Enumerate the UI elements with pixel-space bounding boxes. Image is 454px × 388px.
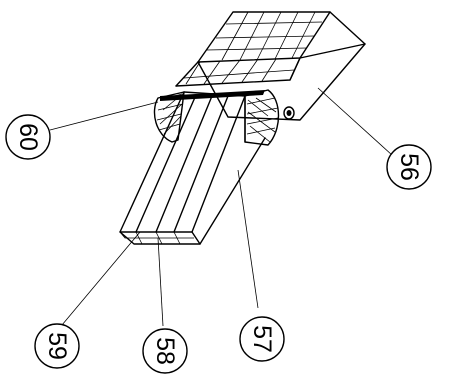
callout-59: 59	[34, 323, 80, 369]
callout-56-label: 56	[395, 153, 423, 181]
callout-60: 60	[5, 114, 51, 160]
leader-lines	[49, 87, 393, 327]
callout-60-label: 60	[14, 123, 42, 151]
plate-stack	[119, 91, 266, 245]
callout-56: 56	[386, 144, 432, 190]
callout-59-label: 59	[43, 332, 71, 360]
top-block	[175, 11, 366, 121]
callout-57-label: 57	[248, 325, 276, 353]
callout-57: 57	[239, 316, 285, 362]
callout-58: 58	[142, 328, 188, 374]
hinge-knuckles	[153, 89, 280, 146]
callout-58-label: 58	[151, 337, 179, 365]
